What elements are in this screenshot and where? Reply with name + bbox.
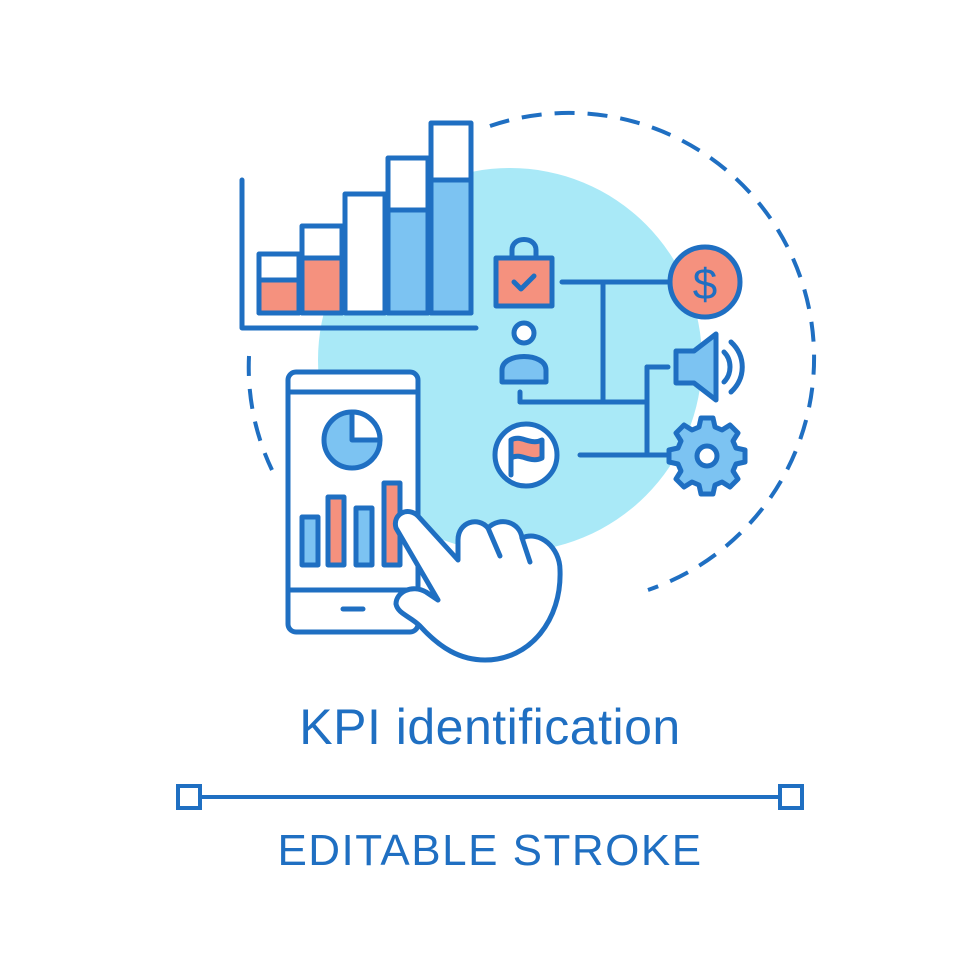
- gear-icon: [666, 415, 748, 497]
- connector-lines: [517, 279, 673, 458]
- ruler-handle-right: [778, 784, 804, 810]
- dollar-coin-icon: $: [667, 244, 743, 320]
- speaker-icon: [673, 331, 745, 403]
- bar-chart-icon: [239, 120, 479, 331]
- pointing-hand-icon: [392, 509, 563, 663]
- pie-chart-icon: [321, 409, 383, 471]
- editable-stroke-ruler: [176, 784, 804, 810]
- flag-icon: [492, 421, 560, 489]
- coin-symbol: $: [693, 260, 717, 309]
- shopping-bag-icon: [493, 237, 555, 309]
- person-icon: [499, 320, 549, 385]
- ruler-handle-left: [176, 784, 202, 810]
- editable-stroke-label: EDITABLE STROKE: [277, 826, 703, 875]
- dashed-arc-left: [246, 355, 274, 471]
- illustration-title: KPI identification: [299, 699, 681, 755]
